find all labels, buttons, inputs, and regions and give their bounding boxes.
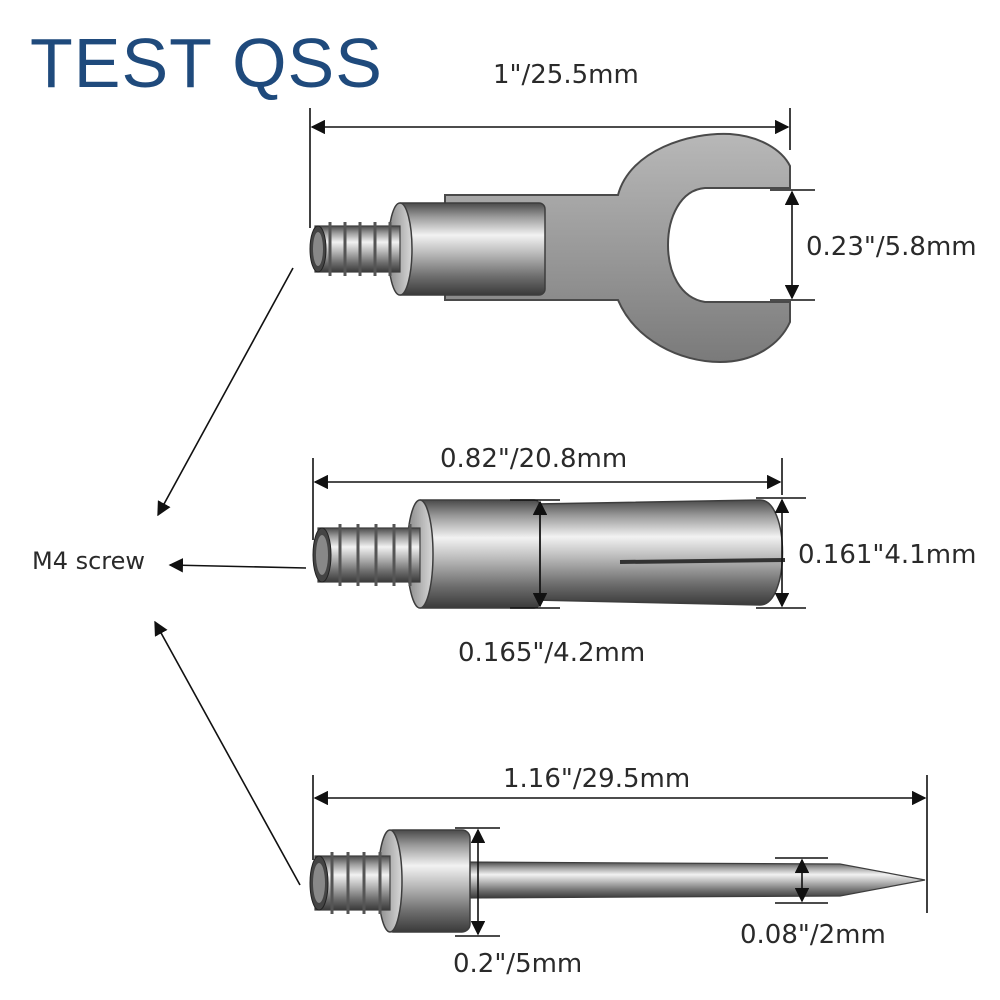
m4-screw-callout-label: M4 screw	[32, 547, 146, 575]
brand-logo-text: TEST QSS	[30, 24, 383, 102]
callout-arrow-bottom	[154, 620, 301, 886]
fork-terminal	[309, 132, 791, 364]
callout-arrow-middle	[168, 558, 307, 573]
banana-length-label: 0.82"/20.8mm	[440, 444, 628, 474]
needle-shaft	[459, 861, 926, 899]
fork-length-label: 1"/25.5mm	[493, 60, 639, 90]
banana-tip-label: 0.161"4.1mm	[798, 540, 977, 570]
callout-arrow-top	[157, 267, 294, 517]
needle-length-label: 1.16"/29.5mm	[503, 764, 691, 794]
dimension-lines	[309, 108, 928, 937]
banana-slot	[619, 558, 786, 564]
banana-collar-label: 0.165"/4.2mm	[458, 638, 646, 668]
needle-collar-label: 0.2"/5mm	[453, 949, 583, 979]
banana-tip	[312, 499, 786, 609]
callout-arrows	[154, 267, 307, 886]
fork-gap-label: 0.23"/5.8mm	[806, 232, 977, 262]
banana-body	[534, 499, 784, 606]
fork-thread	[309, 222, 401, 276]
fork-collar	[394, 202, 546, 296]
needle-tip	[309, 829, 926, 933]
banana-thread	[312, 524, 421, 586]
needle-diameter-label: 0.08"/2mm	[740, 920, 886, 950]
needle-thread	[309, 852, 391, 914]
